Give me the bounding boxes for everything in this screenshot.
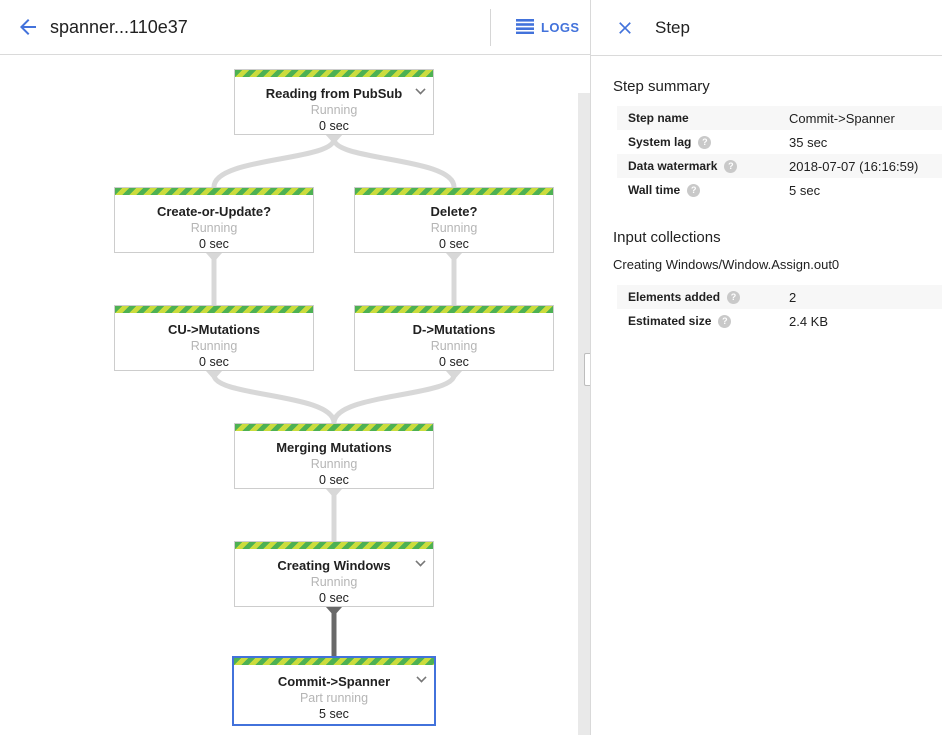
graph-node-delete[interactable]: Delete? Running 0 sec [354, 187, 554, 253]
row-value: Commit->Spanner [789, 110, 895, 126]
node-title: Delete? [430, 204, 478, 219]
chevron-down-icon[interactable] [417, 673, 425, 681]
chevron-down-icon[interactable] [416, 85, 424, 93]
node-status: Running [430, 221, 478, 235]
node-title: Commit->Spanner [277, 674, 391, 689]
table-row: Estimated size? 2.4 KB [617, 309, 942, 333]
row-value: 5 sec [789, 182, 821, 198]
running-stripes-bar [115, 188, 313, 195]
table-row: System lag? 35 sec [617, 130, 942, 154]
node-title: Create-or-Update? [156, 204, 272, 219]
row-value: 35 sec [789, 134, 828, 150]
node-time: 0 sec [199, 355, 229, 369]
row-value: 2.4 KB [789, 313, 829, 329]
row-label: Elements added? [617, 290, 777, 304]
running-stripes-bar [235, 424, 433, 431]
node-title: CU->Mutations [167, 322, 261, 337]
header-divider [490, 9, 491, 46]
edge-line [211, 372, 337, 426]
table-row: Elements added? 2 [617, 285, 942, 309]
help-icon[interactable]: ? [687, 183, 701, 197]
row-label: Data watermark? [617, 159, 777, 173]
node-title: Creating Windows [277, 558, 391, 573]
node-status: Running [310, 575, 358, 589]
close-icon[interactable] [615, 18, 635, 38]
node-time: 5 sec [319, 707, 349, 721]
edge-line [331, 136, 457, 190]
back-arrow-icon[interactable] [16, 15, 40, 39]
node-status: Running [310, 457, 358, 471]
logs-button[interactable]: LOGS [512, 12, 583, 43]
help-icon[interactable]: ? [724, 159, 738, 173]
row-value: 2 [789, 289, 797, 305]
running-stripes-bar [115, 306, 313, 313]
node-status: Running [190, 221, 238, 235]
edge-line [211, 136, 337, 190]
help-icon[interactable]: ? [727, 290, 741, 304]
row-label: System lag? [617, 135, 777, 149]
running-stripes-bar [235, 542, 433, 549]
running-stripes-bar [355, 188, 553, 195]
input-collections-heading: Input collections [613, 229, 721, 246]
node-status: Running [430, 339, 478, 353]
help-icon[interactable]: ? [698, 135, 712, 149]
graph-edges [206, 135, 462, 659]
table-row: Data watermark? 2018-07-07 (16:16:59) [617, 154, 942, 178]
node-title: D->Mutations [412, 322, 496, 337]
row-label: Wall time? [617, 183, 777, 197]
running-stripes-bar [235, 70, 433, 77]
panel-title: Step [655, 17, 690, 37]
chevron-down-icon[interactable] [416, 557, 424, 565]
collection-name: Creating Windows/Window.Assign.out0 [613, 257, 840, 272]
scrollbar-track[interactable] [578, 93, 590, 735]
step-summary-heading: Step summary [613, 78, 710, 95]
node-title: Reading from PubSub [265, 86, 403, 101]
logs-list-icon [516, 18, 534, 37]
row-value: 2018-07-07 (16:16:59) [789, 158, 919, 174]
job-title: spanner...110e37 [50, 16, 188, 37]
node-title: Merging Mutations [276, 440, 392, 455]
table-row: Step name Commit->Spanner [617, 106, 942, 130]
scrollbar-thumb[interactable] [584, 353, 590, 386]
step-detail-panel: Step Step summary Step name Commit->Spann… [590, 0, 942, 735]
node-time: 0 sec [439, 355, 469, 369]
edge-line [331, 372, 457, 426]
node-time: 0 sec [439, 237, 469, 251]
graph-node-create-or-update[interactable]: Create-or-Update? Running 0 sec [114, 187, 314, 253]
row-label: Step name [628, 111, 689, 125]
node-time: 0 sec [319, 473, 349, 487]
node-time: 0 sec [319, 591, 349, 605]
logs-button-label: LOGS [541, 20, 580, 35]
running-stripes-bar [234, 658, 434, 665]
node-time: 0 sec [319, 119, 349, 133]
row-label: Estimated size? [617, 314, 777, 328]
running-stripes-bar [355, 306, 553, 313]
node-status: Running [190, 339, 238, 353]
step-panel-header: Step [591, 0, 942, 56]
table-row: Wall time? 5 sec [617, 178, 942, 202]
node-status: Running [310, 103, 358, 117]
node-status: Part running [299, 691, 369, 705]
node-time: 0 sec [199, 237, 229, 251]
help-icon[interactable]: ? [718, 314, 732, 328]
